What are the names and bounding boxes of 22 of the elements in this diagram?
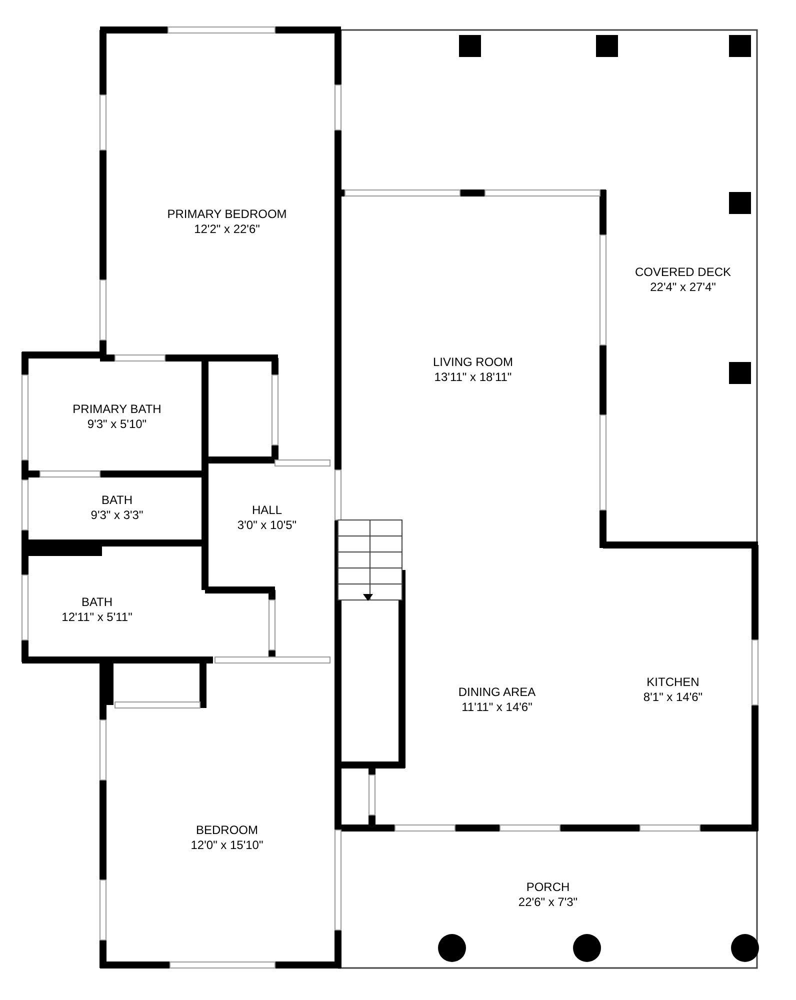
room-name: DINING AREA [458, 685, 536, 700]
room-dimensions: 9'3" x 3'3" [90, 508, 144, 523]
room-name: HALL [252, 503, 282, 518]
room-dimensions: 11'11" x 14'6" [462, 700, 532, 715]
room-name: PRIMARY BEDROOM [167, 207, 287, 222]
room-dimensions: 12'2" x 22'6" [194, 222, 260, 237]
room-dimensions: 22'4" x 27'4" [650, 280, 716, 295]
room-dimensions: 9'3" x 5'10" [87, 417, 147, 432]
room-dimensions: 12'0" x 15'10" [190, 838, 264, 853]
room-dimensions: 12'11" x 5'11" [62, 610, 132, 625]
room-name: PRIMARY BATH [72, 402, 162, 417]
room-name: LIVING ROOM [433, 355, 513, 370]
room-dimensions: 8'1" x 14'6" [643, 690, 703, 705]
room-name: BEDROOM [196, 823, 258, 838]
room-dimensions: 13'11" x 18'11" [434, 370, 512, 385]
room-name: BATH [81, 595, 113, 610]
room-name: COVERED DECK [634, 265, 732, 280]
room-name: PORCH [526, 880, 570, 895]
room-dimensions: 22'6" x 7'3" [518, 895, 578, 910]
room-name: BATH [101, 493, 133, 508]
room-dimensions: 3'0" x 10'5" [237, 518, 297, 533]
room-name: KITCHEN [646, 675, 700, 690]
